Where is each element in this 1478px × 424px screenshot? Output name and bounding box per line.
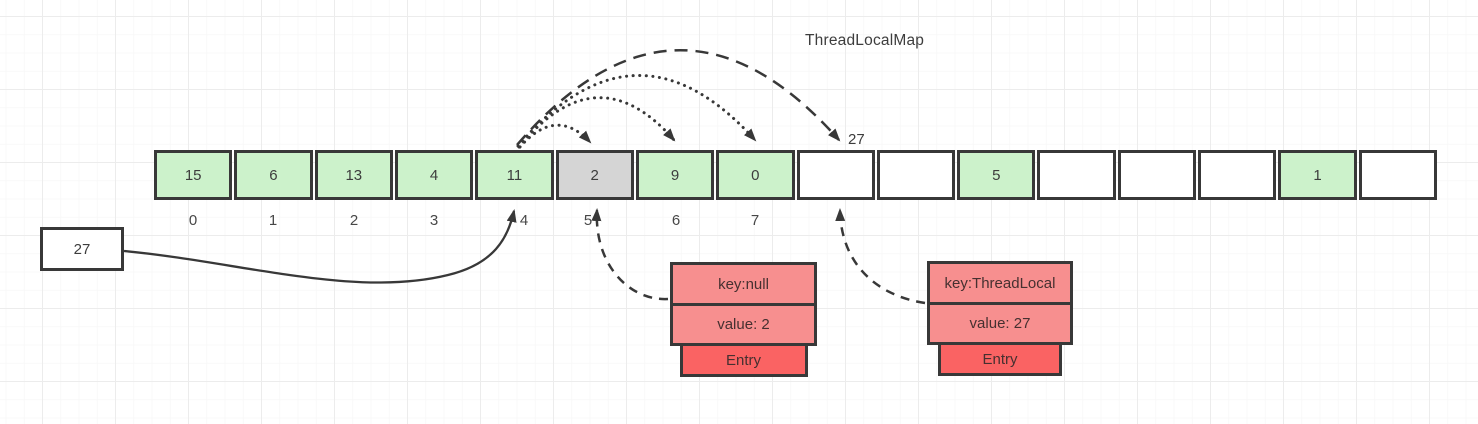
array-cell-3: 4	[394, 150, 474, 200]
probe-arc-slot5	[518, 123, 592, 149]
array-cell-5: 2	[555, 150, 634, 200]
array-cell-11	[1037, 150, 1116, 200]
value-27-text: 27	[73, 240, 91, 258]
array-cell-10: 5	[957, 150, 1036, 200]
entry-null-key-box: key:null	[670, 262, 817, 306]
probe-value-label: 27	[848, 131, 865, 148]
entry-threadlocal-tag-box: Entry	[938, 342, 1062, 376]
entry-threadlocal-value-box: value: 27	[927, 302, 1073, 345]
entry-key-threadlocal: key:ThreadLocal value: 27 Entry	[927, 261, 1073, 376]
array-cell-0: 15	[154, 150, 233, 200]
diagram-title: ThreadLocalMap	[805, 32, 925, 49]
index-label-0: 0	[188, 212, 198, 229]
array-cell-14: 1	[1278, 150, 1357, 200]
index-label-5: 5	[583, 212, 593, 229]
entry-null-value-box: value: 2	[670, 303, 817, 346]
array-cell-9	[876, 150, 956, 200]
threadlocalmap-array: 15 6 13 4 11 2 9 0 5 1	[154, 150, 1437, 200]
probe-arc-slot8	[516, 49, 841, 146]
index-label-1: 1	[268, 212, 278, 229]
array-cell-8	[796, 150, 875, 200]
link-entry-threadlocal-to-slot8	[835, 208, 926, 305]
pointer-from-27-box-line	[123, 209, 517, 284]
index-label-7: 7	[750, 212, 760, 229]
array-cell-7: 0	[716, 150, 795, 200]
array-cell-2: 13	[314, 150, 393, 200]
index-label-3: 3	[429, 212, 439, 229]
array-cell-6: 9	[635, 150, 715, 200]
entry-threadlocal-key-box: key:ThreadLocal	[927, 261, 1073, 305]
value-27-box: 27	[40, 227, 124, 271]
array-cell-15	[1358, 150, 1437, 200]
array-cell-12	[1117, 150, 1197, 200]
array-cell-13	[1198, 150, 1277, 200]
index-label-4: 4	[519, 212, 529, 229]
probe-arc-slot6	[517, 96, 676, 149]
array-cell-4: 11	[475, 150, 554, 200]
index-label-6: 6	[671, 212, 681, 229]
entry-key-null: key:null value: 2 Entry	[670, 262, 817, 377]
index-label-2: 2	[349, 212, 359, 229]
entry-null-tag-box: Entry	[679, 343, 808, 377]
probe-arc-slot7	[516, 74, 757, 148]
link-entry-null-to-slot5	[591, 208, 669, 301]
array-cell-1: 6	[234, 150, 313, 200]
